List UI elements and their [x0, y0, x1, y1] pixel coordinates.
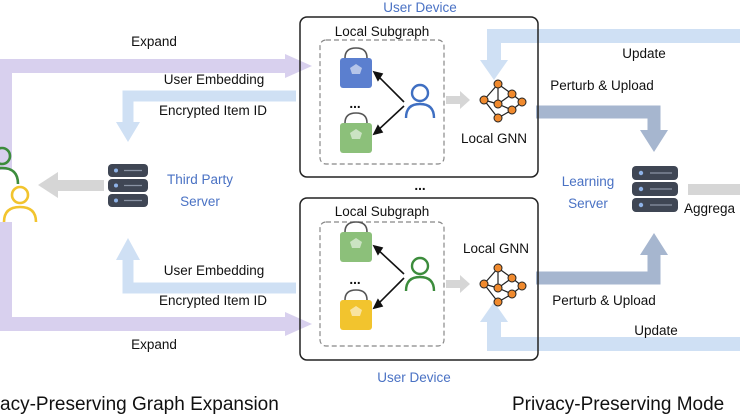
caption-left: acy-Preserving Graph Expansion — [0, 394, 279, 414]
learning-server-icon — [632, 166, 678, 212]
user-device-box-bottom — [299, 197, 539, 361]
device-title-bottom: User Device — [377, 370, 451, 385]
user-device-box-top — [299, 16, 539, 178]
update-arrowhead-top — [480, 60, 508, 80]
third-party-server-label-1: Third Party — [167, 172, 233, 187]
encrypted-id-label-bottom: Encrypted Item ID — [159, 293, 267, 308]
aggregate-arrow — [688, 184, 740, 195]
user-icon-top — [404, 83, 436, 119]
user-bag-links-bottom — [372, 244, 405, 310]
subgraph-to-gnn-arrow-bottom — [446, 275, 470, 293]
expand-arrow-top — [0, 59, 285, 170]
gnn-label-bottom: Local GNN — [463, 241, 529, 256]
expand-arrow-bottom — [0, 222, 285, 331]
user-icon-bottom — [404, 256, 436, 292]
upload-arrowhead-bottom — [640, 233, 668, 255]
embedding-arrowhead-bottom — [116, 238, 140, 260]
devices-between-ellipsis: ... — [414, 178, 425, 193]
subgraph-box-top — [319, 39, 445, 165]
bag-top-2 — [339, 112, 373, 154]
perturb-label-bottom: Perturb & Upload — [552, 293, 656, 308]
update-arrow-bottom — [487, 322, 740, 351]
user-embedding-label-top: User Embedding — [164, 72, 265, 87]
perturb-label-top: Perturb & Upload — [550, 78, 654, 93]
device-title-top: User Device — [383, 0, 457, 15]
user-bag-links-top — [372, 70, 405, 136]
server-to-users-arrow — [58, 180, 104, 191]
embedding-arrow-top — [122, 90, 296, 122]
expand-arrowhead-bottom — [285, 312, 312, 336]
upload-arrowhead-top — [640, 130, 668, 152]
subgraph-title-top: Local Subgraph — [335, 24, 430, 39]
bags-ellipsis-top: ... — [349, 96, 360, 111]
subgraph-box-bottom — [319, 221, 445, 347]
gnn-network-icon-top — [479, 79, 527, 123]
encrypted-id-label-top: Encrypted Item ID — [159, 103, 267, 118]
upload-arrow-top — [536, 105, 661, 130]
bag-bottom-1 — [339, 221, 373, 263]
embedding-arrowhead-top — [116, 122, 140, 142]
expand-arrowhead-top — [285, 54, 312, 78]
caption-right: Privacy-Preserving Mode — [512, 394, 724, 414]
user-embedding-label-bottom: User Embedding — [164, 263, 265, 278]
third-party-server-icon — [108, 164, 148, 207]
green-user-icon-left — [0, 146, 20, 185]
gnn-network-icon-bottom — [479, 263, 527, 307]
subgraph-title-bottom: Local Subgraph — [335, 204, 430, 219]
upload-arrow-bottom — [536, 255, 661, 285]
yellow-user-icon-left — [2, 185, 38, 223]
aggregate-label: Aggrega — [684, 201, 736, 216]
third-party-server-label-2: Server — [180, 194, 220, 209]
expand-label-top: Expand — [131, 34, 177, 49]
update-label-bottom: Update — [634, 323, 678, 338]
update-arrow-top — [487, 29, 740, 60]
update-arrowhead-bottom — [480, 302, 508, 322]
learning-server-label-2: Server — [568, 196, 608, 211]
gnn-label-top: Local GNN — [461, 131, 527, 146]
bags-ellipsis-bottom: ... — [349, 272, 360, 287]
embedding-arrow-bottom — [122, 260, 296, 294]
learning-server-label-1: Learning — [562, 174, 615, 189]
bag-top-1 — [339, 47, 373, 89]
server-to-users-arrowhead — [38, 172, 58, 198]
subgraph-to-gnn-arrow-top — [446, 91, 470, 109]
update-label-top: Update — [622, 46, 666, 61]
bag-bottom-2 — [339, 289, 373, 331]
expand-label-bottom: Expand — [131, 337, 177, 352]
